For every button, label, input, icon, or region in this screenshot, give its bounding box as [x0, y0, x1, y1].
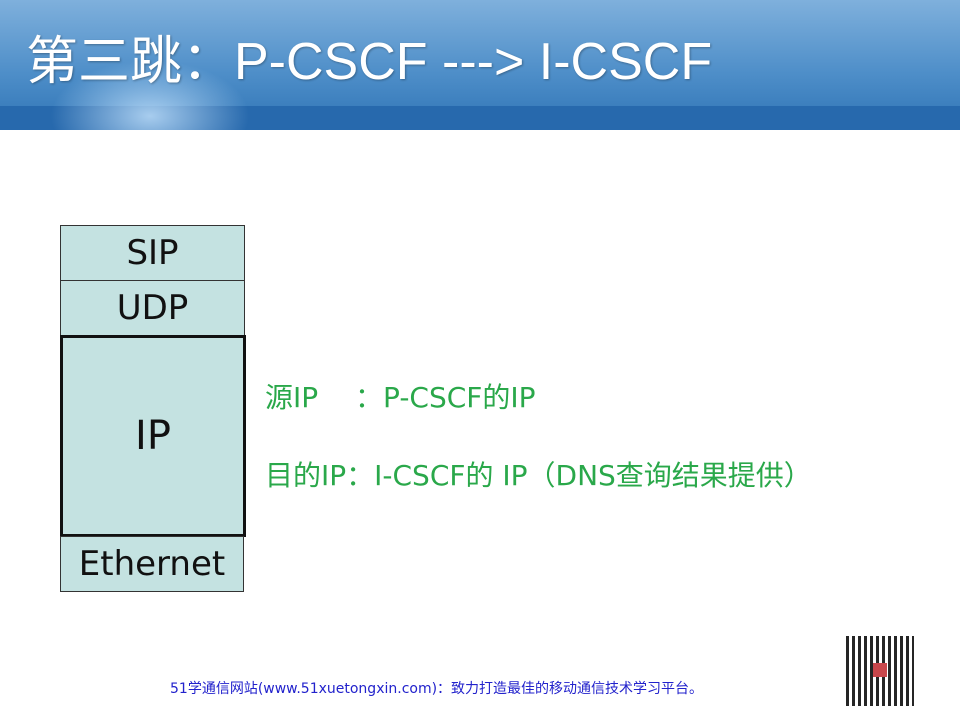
layer-ip: IP: [60, 335, 246, 537]
slide-title: 第三跳：P-CSCF ---> I-CSCF: [26, 33, 713, 91]
source-ip-text: 源IP ：P-CSCF的IP: [265, 381, 536, 414]
layer-udp: UDP: [60, 280, 245, 336]
qr-code-image: [846, 636, 914, 706]
qr-logo-icon: [873, 663, 887, 677]
water-splash-image: [50, 60, 250, 130]
slide-header: 第三跳：P-CSCF ---> I-CSCF: [0, 0, 960, 130]
layer-ethernet: Ethernet: [60, 536, 244, 592]
footer-text: 51学通信网站(www.51xuetongxin.com)：致力打造最佳的移动通…: [170, 681, 704, 697]
layer-sip: SIP: [60, 225, 245, 281]
dest-ip-text: 目的IP：I-CSCF的 IP（DNS查询结果提供）: [265, 459, 812, 492]
